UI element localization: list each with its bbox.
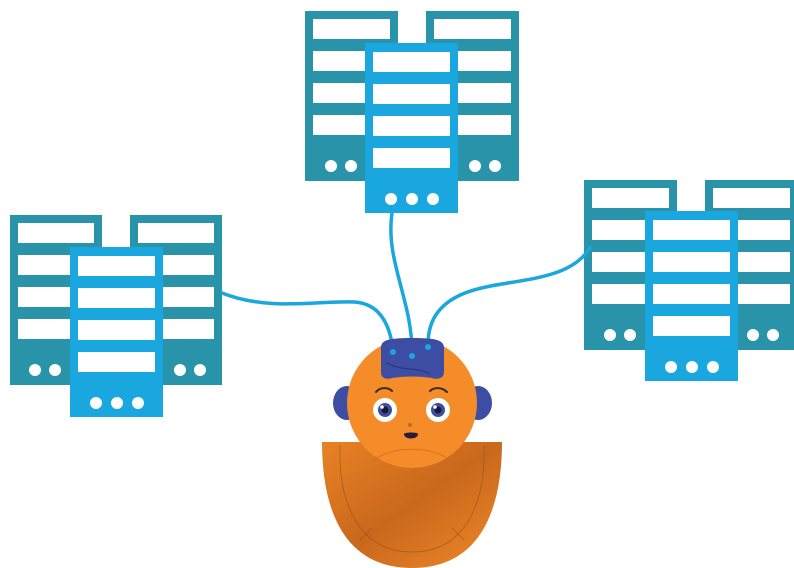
robot-body <box>322 442 502 568</box>
server-cluster-right <box>584 180 794 381</box>
robot-eye-right <box>426 398 450 422</box>
robot-avatar <box>322 338 502 568</box>
server-rack-front <box>645 211 738 381</box>
robot-head <box>347 338 477 468</box>
server-rack-front <box>365 43 458 213</box>
robot-eye-left <box>373 398 397 422</box>
robot-mouth <box>404 432 418 439</box>
cable-top <box>389 211 414 354</box>
cable-left <box>220 291 395 352</box>
server-cluster-left <box>10 215 222 417</box>
robot-nose <box>408 423 412 427</box>
server-rack-front <box>70 247 163 417</box>
cable-right <box>426 246 592 347</box>
server-cluster-top <box>305 11 519 213</box>
data-cables <box>220 211 592 354</box>
